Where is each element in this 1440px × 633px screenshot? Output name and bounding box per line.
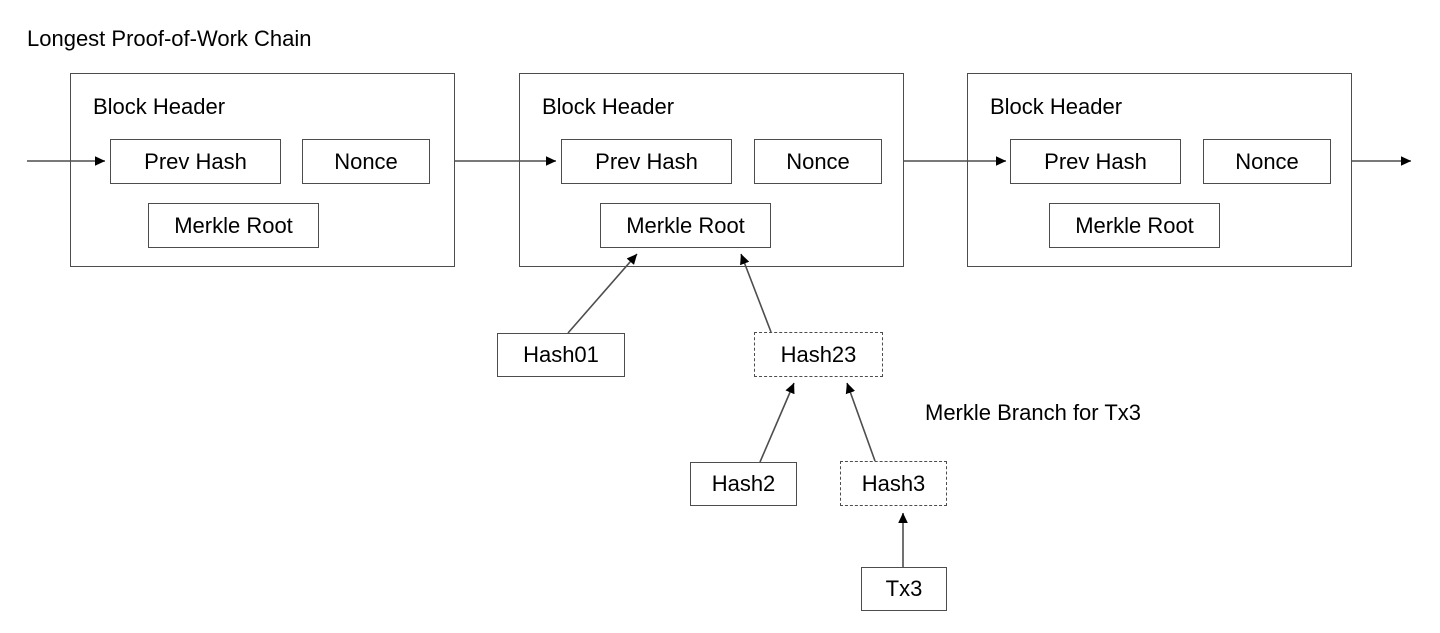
merkle-node-hash3[interactable]: Hash3 [840,461,947,506]
block-1-header-label: Block Header [93,94,226,119]
block-2-prev-hash-box[interactable]: Prev Hash [561,139,732,184]
arrow-hash23-to-merkle-root [740,253,772,333]
block-3 [967,73,1352,267]
merkle-node-hash2[interactable]: Hash2 [690,462,797,506]
block-3-prev-hash-box[interactable]: Prev Hash [1010,139,1181,184]
merkle-node-hash23[interactable]: Hash23 [754,332,883,377]
merkle-node-hash01[interactable]: Hash01 [497,333,625,377]
block-2 [519,73,904,267]
arrow-hash2-to-hash23 [759,382,795,463]
block-1 [70,73,455,267]
block-2-merkle-root-box[interactable]: Merkle Root [600,203,771,248]
arrow-hash3-to-hash23 [845,382,876,462]
block-3-nonce-box[interactable]: Nonce [1203,139,1331,184]
page-title: Longest Proof-of-Work Chain [27,26,312,51]
merkle-branch-annotation: Merkle Branch for Tx3 [925,400,1142,425]
block-2-header-label: Block Header [542,94,675,119]
block-1-nonce-box[interactable]: Nonce [302,139,430,184]
block-2-nonce-box[interactable]: Nonce [754,139,882,184]
arrow-hash01-to-merkle-root [567,253,638,334]
block-1-merkle-root-box[interactable]: Merkle Root [148,203,319,248]
merkle-node-tx3[interactable]: Tx3 [861,567,947,611]
block-3-merkle-root-box[interactable]: Merkle Root [1049,203,1220,248]
block-3-header-label: Block Header [990,94,1123,119]
block-1-prev-hash-box[interactable]: Prev Hash [110,139,281,184]
